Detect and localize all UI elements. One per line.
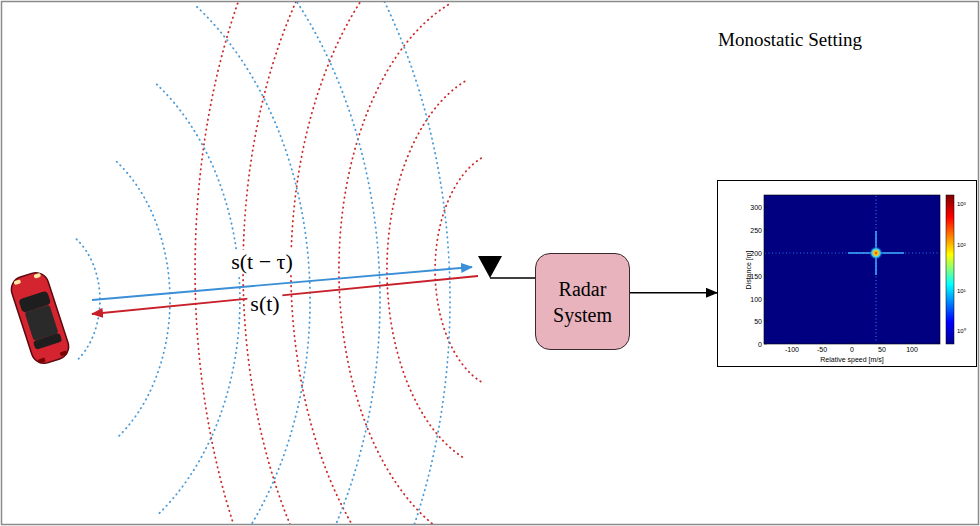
tick	[764, 275, 767, 276]
axis-label: Relative speed [m/s]	[820, 356, 883, 363]
tick-label: 250	[750, 226, 762, 233]
signal-label: s(t)	[247, 292, 282, 316]
antenna-wire	[490, 277, 536, 279]
title: Monostatic Setting	[718, 29, 862, 51]
wavefront	[387, 82, 465, 459]
axis-label: Distance [m]	[745, 251, 752, 290]
tick	[764, 321, 767, 322]
colorbar-label: 10⁰	[957, 327, 966, 335]
car-icon	[8, 269, 72, 366]
tick	[764, 344, 767, 345]
colorbar	[946, 195, 954, 344]
wavefront	[197, 7, 310, 524]
tick-label: 100	[906, 346, 918, 353]
process-box: Radar System	[535, 253, 630, 350]
tick	[764, 252, 767, 253]
tick-label: 0	[758, 341, 762, 348]
tick	[764, 298, 767, 299]
plot-panel: Distance [m] Relative speed [m/s] 0 50 100 15…	[717, 180, 977, 367]
tick-label: 150	[750, 272, 762, 279]
wavefront	[117, 162, 170, 438]
tick	[912, 341, 913, 344]
plot-area	[764, 195, 940, 344]
tick-label: 200	[750, 249, 762, 256]
sidelobe-row	[765, 252, 939, 253]
antenna-symbol	[478, 256, 502, 278]
tick-label: -100	[785, 346, 799, 353]
connector-arrow	[630, 292, 717, 293]
wavefront	[339, 5, 448, 524]
wavefront	[277, 2, 450, 524]
colorbar-label: 10³	[957, 201, 966, 207]
colorbar-label: 10¹	[957, 288, 966, 294]
sidelobe-column	[875, 196, 876, 343]
wavefronts	[77, 2, 482, 524]
target-peak	[869, 246, 883, 260]
tick	[822, 341, 823, 344]
tick	[882, 341, 883, 344]
box-label: Radar System	[543, 276, 623, 328]
tick	[852, 341, 853, 344]
tick-label: 50	[754, 318, 762, 325]
transmit-arrow	[92, 276, 478, 314]
wavefront	[195, 2, 399, 524]
signal-label: s(t − τ)	[228, 250, 296, 274]
tick-label: 100	[750, 295, 762, 302]
colorbar-label: 10²	[957, 242, 966, 248]
tick-label: 50	[878, 346, 886, 353]
tick	[764, 207, 767, 208]
tick-label: -50	[817, 346, 827, 353]
tick-label: 0	[850, 346, 854, 353]
tick	[764, 229, 767, 230]
tick-label: 300	[750, 204, 762, 211]
tick	[792, 341, 793, 344]
